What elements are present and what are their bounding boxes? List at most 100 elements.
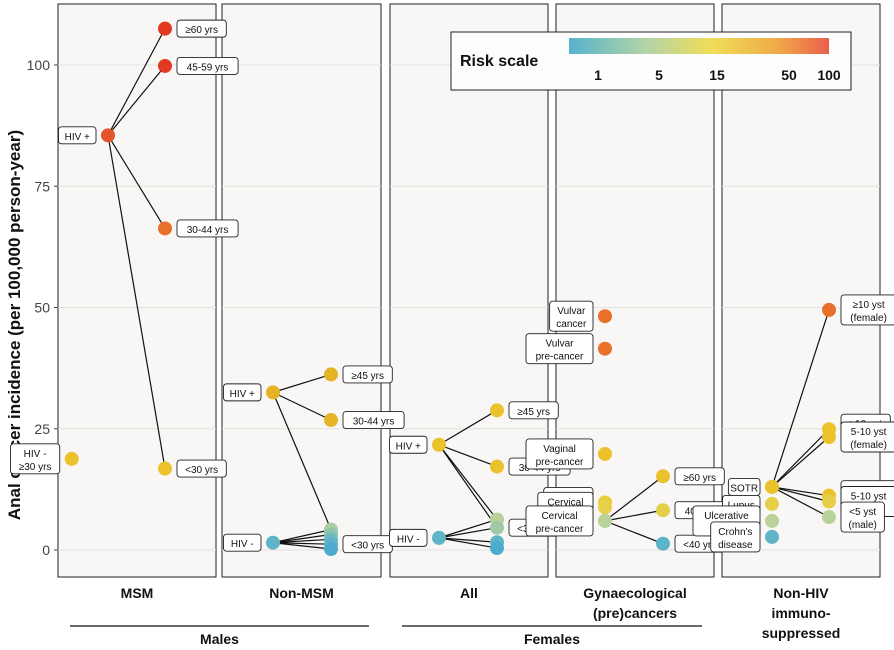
point-label-text: SOTR xyxy=(730,483,758,494)
data-point xyxy=(656,469,670,484)
point-label-text: Cervical xyxy=(547,497,583,508)
data-point xyxy=(822,429,836,444)
data-point xyxy=(656,536,670,551)
point-label-text: <5 yst xyxy=(849,507,876,518)
data-point xyxy=(598,513,612,528)
connector-line xyxy=(272,529,332,544)
data-point xyxy=(432,530,446,545)
point-label: 5-10 yst(female) xyxy=(840,421,894,453)
point-label-text: HIV + xyxy=(396,441,421,452)
legend-tick-label: 50 xyxy=(781,67,797,83)
connector-line xyxy=(438,444,498,520)
legend-color-bar xyxy=(569,38,829,54)
data-point xyxy=(266,385,280,400)
point-label-box xyxy=(223,383,262,402)
point-label-text: ≥45 yrs xyxy=(351,371,384,382)
point-label-box xyxy=(58,126,97,145)
point-label: 30-44 yrs xyxy=(342,411,405,429)
data-point xyxy=(490,403,504,418)
point-label: <5 yst(male) xyxy=(840,501,885,533)
point-label-text: Vulvar xyxy=(557,306,586,317)
point-label-box xyxy=(525,333,594,365)
point-label-text: Ulcerative xyxy=(704,511,749,522)
data-point xyxy=(158,58,172,73)
connector-line xyxy=(771,428,830,488)
point-label: HIV -≥30 yrs xyxy=(9,443,61,475)
point-label-text: disease xyxy=(718,540,753,551)
data-point xyxy=(324,542,338,557)
data-point xyxy=(598,446,612,461)
point-label-text: HIV + xyxy=(230,389,255,400)
point-label-text: 30-44 yrs xyxy=(187,225,229,236)
point-label-text: HIV + xyxy=(65,132,90,143)
point-label-box xyxy=(525,505,594,537)
point-label-box xyxy=(508,401,559,420)
data-point xyxy=(765,479,779,494)
point-label: Crohn's disease xyxy=(710,521,761,553)
point-label-box xyxy=(525,438,594,470)
point-label-box xyxy=(342,411,405,429)
data-point xyxy=(266,535,280,550)
connector-line xyxy=(771,309,830,488)
data-point xyxy=(64,451,79,466)
connector-line xyxy=(272,391,332,421)
connector-line xyxy=(771,486,830,497)
data-point xyxy=(598,309,612,324)
data-point xyxy=(765,513,779,528)
connector-line xyxy=(438,409,498,446)
legend-tick-label: 15 xyxy=(709,67,725,83)
panel-label-gyn: (pre)cancers xyxy=(593,605,677,621)
point-label: 45-59 yrs xyxy=(176,57,239,75)
point-label-box xyxy=(9,443,61,475)
point-label: ≥60 yrs xyxy=(176,19,227,38)
connector-line xyxy=(438,444,498,468)
panel-all xyxy=(389,3,549,578)
panel-label-nonhiv: Non-HIV xyxy=(773,585,829,601)
legend-title: Risk scale xyxy=(460,53,538,70)
connector-line xyxy=(272,392,332,530)
data-point xyxy=(765,529,779,544)
point-label-text: <30 yrs xyxy=(185,465,218,476)
connector-line xyxy=(272,542,332,545)
point-label-text: pre-cancer xyxy=(536,352,584,363)
point-label-text: (female) xyxy=(850,440,887,451)
point-label: ≥45 yrs xyxy=(508,401,559,420)
point-label-box xyxy=(389,435,428,454)
connector-line xyxy=(438,518,498,539)
connector-line xyxy=(438,537,498,549)
connector-line xyxy=(272,542,332,550)
panel-nonmsm xyxy=(221,3,382,578)
point-label-box xyxy=(840,501,885,533)
connector-line xyxy=(107,135,166,229)
y-axis: Anal cancer incidence (per 100,000 perso… xyxy=(5,57,58,558)
point-label-text: Cervical xyxy=(541,511,577,522)
point-label: 30-44 yrs xyxy=(176,219,239,238)
data-point xyxy=(490,459,504,474)
data-point xyxy=(158,461,172,476)
point-label-box xyxy=(176,219,239,238)
point-label-text: HIV - xyxy=(397,534,420,545)
point-label-text: Crohn's xyxy=(718,527,752,538)
connector-line xyxy=(604,475,664,522)
connector-line xyxy=(438,537,498,543)
point-label-text: HIV - xyxy=(24,449,47,460)
point-label-box xyxy=(342,365,393,384)
legend-tick-label: 100 xyxy=(817,67,841,83)
data-points xyxy=(64,21,836,557)
point-label: <30 yrs xyxy=(176,459,227,478)
data-point xyxy=(598,341,612,356)
point-label-text: pre-cancer xyxy=(536,457,584,468)
point-label-box xyxy=(840,421,894,453)
y-tick-label: 0 xyxy=(42,542,50,558)
data-point xyxy=(822,302,836,317)
connector-line xyxy=(604,520,664,545)
connector-line xyxy=(438,444,498,529)
point-label-box xyxy=(710,521,761,553)
